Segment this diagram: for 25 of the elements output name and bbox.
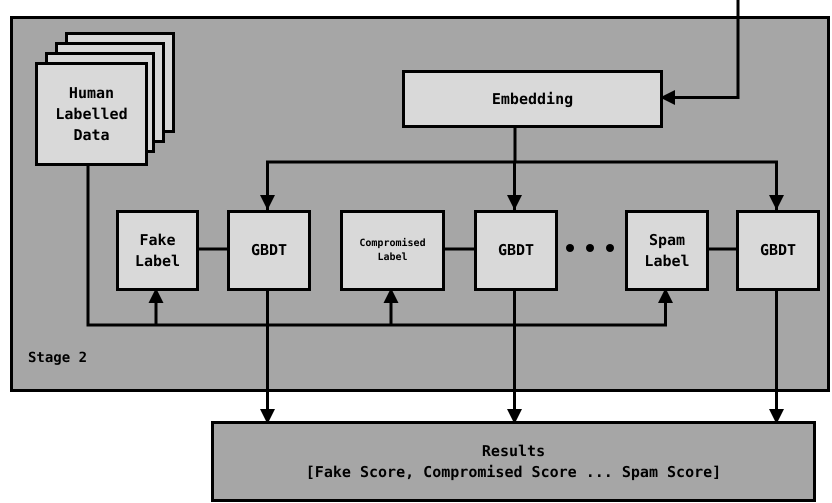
- arrow: [260, 288, 275, 424]
- box-heading: Results: [480, 440, 546, 462]
- box-label: GBDT: [758, 240, 798, 261]
- process-box: [227, 210, 311, 291]
- process-box: [625, 210, 709, 291]
- box-label: Fake Label: [134, 230, 182, 272]
- process-box: [340, 210, 445, 291]
- process-box: [35, 62, 148, 166]
- box-label: Spam Label: [643, 230, 691, 272]
- box-label: GBDT: [496, 240, 536, 261]
- box-label: Compromised Label: [358, 236, 427, 264]
- process-box: [402, 70, 663, 128]
- stage-label: Stage 2: [28, 349, 88, 368]
- process-box: [116, 210, 199, 291]
- arrow: [769, 288, 784, 424]
- arrow: [660, 0, 740, 105]
- process-box: [736, 210, 820, 291]
- box-label: Embedding: [490, 88, 574, 110]
- process-box: [474, 210, 558, 291]
- box-label: Human Labelled Data: [54, 82, 129, 146]
- results-box: [211, 421, 816, 502]
- box-text: [Fake Score, Compromised Score ... Spam Score]: [304, 462, 722, 482]
- box-label: GBDT: [250, 240, 288, 261]
- stage-panel: [10, 16, 830, 392]
- arrow: [507, 288, 522, 424]
